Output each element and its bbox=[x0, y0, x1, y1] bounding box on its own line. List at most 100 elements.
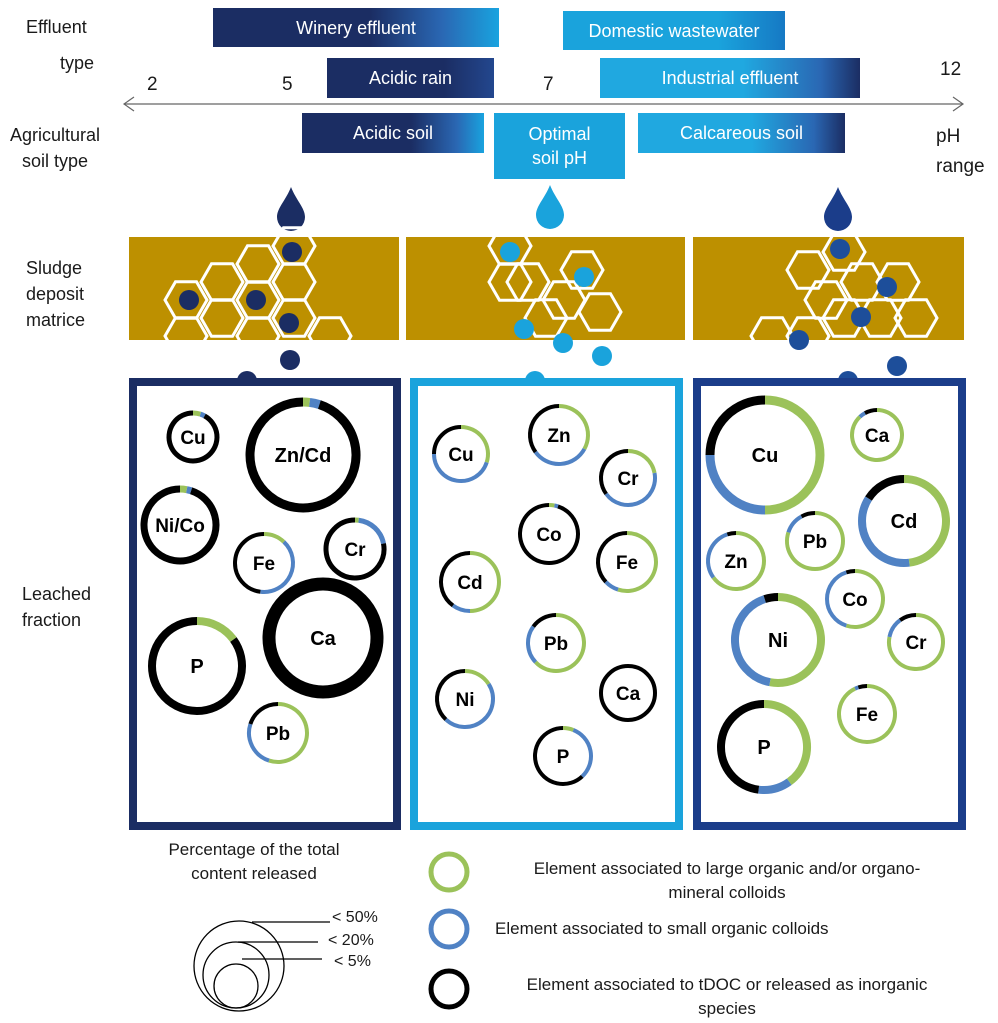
element-symbol: Ca bbox=[616, 684, 641, 705]
element-symbol: Ni bbox=[768, 630, 788, 652]
ring-cd-panel2: Cd bbox=[439, 551, 501, 613]
ring-segment bbox=[850, 408, 904, 462]
ring-ni-co-panel1: Ni/Co bbox=[140, 485, 220, 565]
ring-segment bbox=[233, 532, 265, 594]
hexagon-cell bbox=[821, 232, 867, 272]
legend-blue-text: Element associated to small organic coll… bbox=[487, 917, 905, 941]
ring-ca-panel1: Ca bbox=[262, 577, 384, 699]
calcareous-soil-box: Calcareous soil bbox=[638, 113, 845, 153]
hexagon-cell bbox=[235, 244, 281, 284]
effluent-label-line2: type bbox=[60, 53, 95, 73]
hexagon-cell bbox=[559, 250, 605, 290]
ring-segment bbox=[863, 408, 878, 415]
size-title-line1: Percentage of the total bbox=[168, 840, 340, 859]
ring-segment bbox=[857, 684, 868, 690]
legend-black-ring bbox=[428, 968, 470, 1010]
ring-p-panel3: P bbox=[717, 700, 811, 794]
legend-black-text: Element associated to tDOC or released a… bbox=[487, 973, 967, 1021]
ring-segment bbox=[260, 540, 295, 594]
ring-zn-cd-panel1: Zn/Cd bbox=[245, 397, 361, 513]
ring-cr-panel3: Cr bbox=[887, 613, 945, 671]
element-symbol: Fe bbox=[253, 554, 275, 575]
hexagon-cell bbox=[235, 316, 281, 356]
ring-fe-panel2: Fe bbox=[596, 531, 658, 593]
particle-dot bbox=[877, 277, 897, 297]
ring-segment bbox=[323, 517, 387, 581]
ring-segment bbox=[572, 728, 593, 778]
particle-dot bbox=[246, 290, 266, 310]
element-symbol: Zn bbox=[724, 552, 747, 573]
sludge-band-calcareous bbox=[693, 237, 964, 340]
ring-segment bbox=[263, 532, 286, 544]
ring-segment bbox=[268, 702, 309, 764]
ring-segment bbox=[528, 404, 560, 454]
leached-label-line2: fraction bbox=[22, 610, 82, 630]
legend-green-ring bbox=[428, 851, 470, 893]
ring-segment bbox=[186, 486, 193, 495]
ring-segment bbox=[533, 726, 584, 786]
element-symbol: Co bbox=[536, 525, 561, 546]
ring-segment bbox=[887, 618, 902, 638]
ring-segment bbox=[711, 531, 766, 591]
leached-label-line1: Leached bbox=[22, 584, 92, 604]
element-symbol: Cr bbox=[344, 540, 366, 561]
size-50-label: < 50% bbox=[332, 909, 378, 926]
particle-dot bbox=[830, 239, 850, 259]
ring-segment bbox=[432, 453, 489, 483]
ring-p-panel2: P bbox=[533, 726, 593, 786]
ring-segment bbox=[845, 569, 856, 575]
ring-zn-panel2: Zn bbox=[528, 404, 590, 466]
particle-dot bbox=[179, 290, 199, 310]
ring-segment bbox=[248, 702, 279, 725]
ring-segment bbox=[460, 425, 490, 463]
ring-segment bbox=[562, 726, 575, 732]
ring-segment bbox=[858, 496, 910, 567]
optimal-line1: Optimal bbox=[528, 124, 591, 144]
ring-segment bbox=[140, 485, 220, 565]
ring-segment bbox=[196, 617, 237, 643]
element-symbol: P bbox=[557, 747, 570, 768]
sludge-label-line1: Sludge bbox=[26, 258, 83, 278]
ring-segment bbox=[627, 449, 657, 474]
ring-segment bbox=[858, 411, 866, 419]
particle-dot bbox=[553, 333, 573, 353]
hexagon-cell bbox=[163, 316, 209, 356]
ring-co-panel3: Co bbox=[825, 569, 885, 629]
acidic-rain-box: Acidic rain bbox=[327, 58, 494, 98]
ring-segment bbox=[548, 502, 555, 508]
ph-range-line1: pH bbox=[936, 126, 961, 147]
ring-ni-panel2: Ni bbox=[435, 669, 495, 729]
particle-dot bbox=[280, 350, 300, 370]
ring-segment bbox=[837, 684, 897, 744]
hexagon-cell bbox=[821, 298, 867, 338]
particle-dot bbox=[574, 267, 594, 287]
hexagon-cell bbox=[271, 262, 317, 302]
ring-segment bbox=[763, 700, 811, 786]
ring-segment bbox=[769, 593, 825, 687]
particles bbox=[179, 239, 907, 381]
industrial-effluent-box: Industrial effluent bbox=[600, 58, 860, 98]
element-symbol: Co bbox=[842, 590, 867, 611]
element-symbol: Cu bbox=[448, 445, 473, 466]
size-20-label: < 20% bbox=[328, 932, 374, 949]
ring-segment bbox=[518, 503, 580, 565]
ring-ca-panel2: Ca bbox=[599, 664, 657, 722]
legend-blue-ring bbox=[428, 908, 470, 950]
size-title-line2: content released bbox=[191, 864, 317, 883]
ring-segment bbox=[558, 404, 590, 450]
effluent-type-label: Effluent type bbox=[26, 14, 94, 76]
element-symbol: Cu bbox=[180, 428, 205, 449]
element-symbol: Fe bbox=[856, 705, 878, 726]
element-symbol: Ca bbox=[865, 426, 890, 447]
ring-cu-panel2: Cu bbox=[432, 425, 490, 483]
winery-effluent-box: Winery effluent bbox=[213, 8, 499, 47]
ring-segment bbox=[451, 603, 471, 613]
ring-segment bbox=[166, 410, 220, 464]
ring-fe-panel3: Fe bbox=[837, 684, 897, 744]
sludge-band-acidic bbox=[129, 237, 399, 340]
ring-segment bbox=[764, 395, 825, 515]
agricultural-soil-label: Agricultural soil type bbox=[10, 122, 100, 174]
hexagon-cell bbox=[577, 292, 623, 332]
hexagon-cell bbox=[785, 250, 831, 290]
